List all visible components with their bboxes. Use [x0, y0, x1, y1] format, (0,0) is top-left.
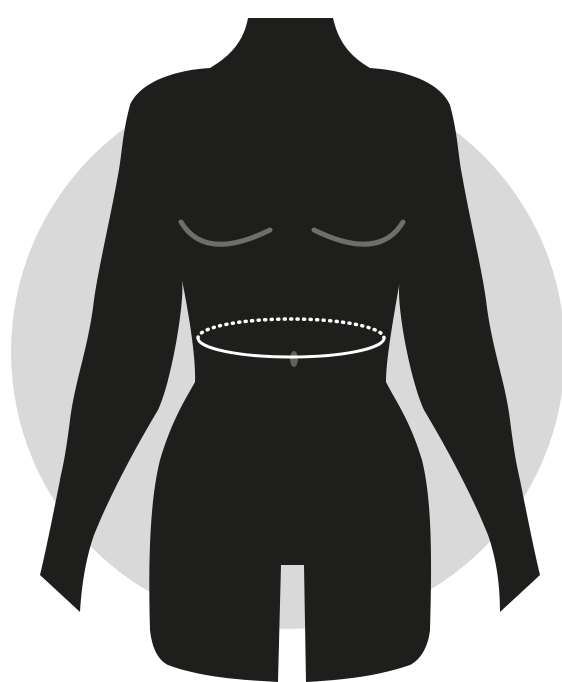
navel — [290, 351, 298, 367]
